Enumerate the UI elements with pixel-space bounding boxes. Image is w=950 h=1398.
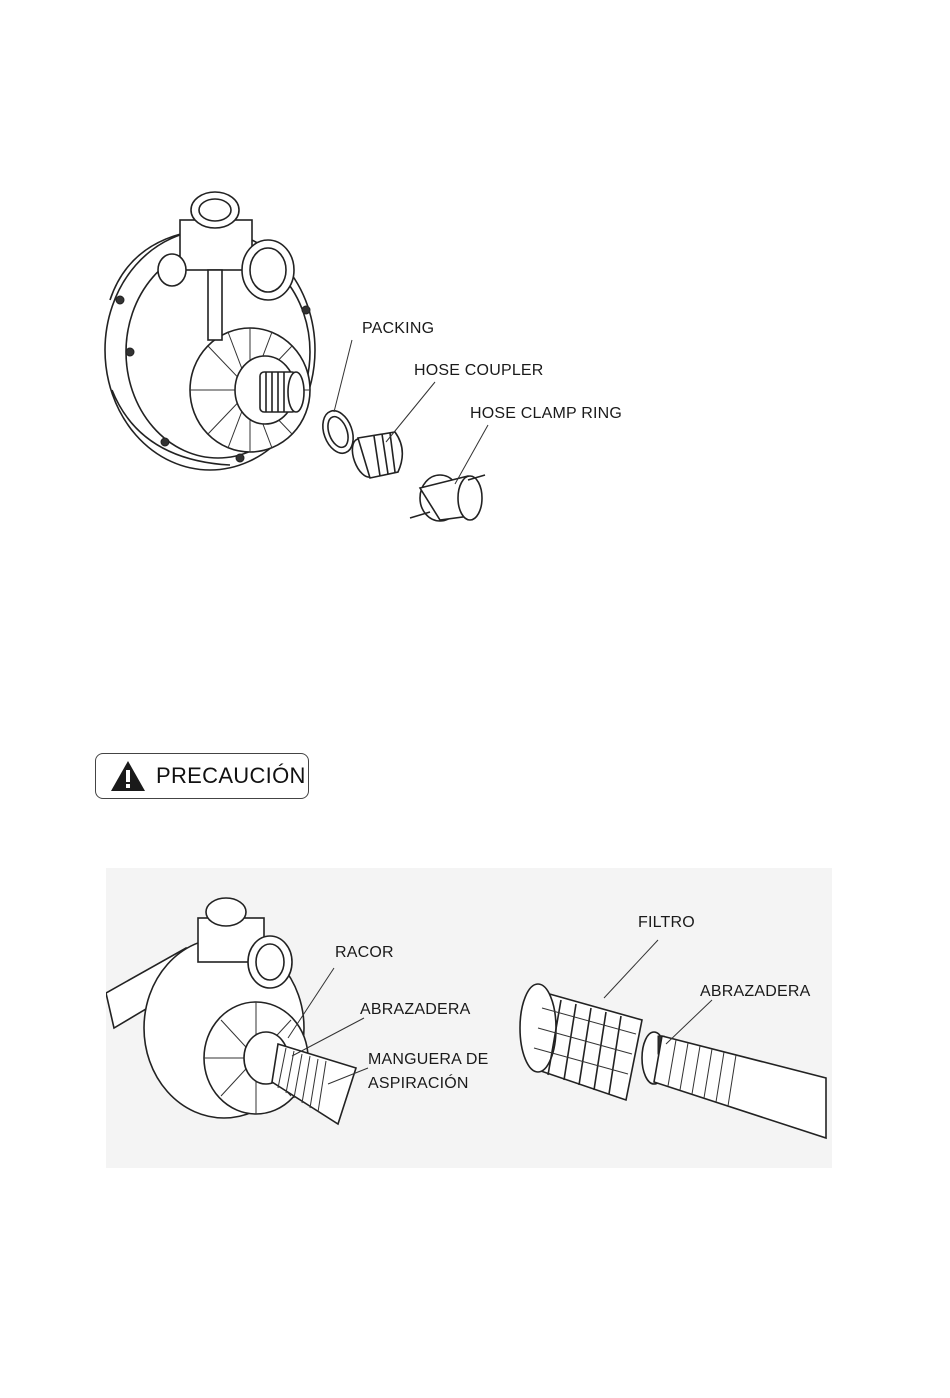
hose-clamp-ring bbox=[410, 475, 485, 521]
label-hose-clamp-ring: HOSE CLAMP RING bbox=[470, 405, 622, 423]
label-manguera-line1: MANGUERA DE bbox=[368, 1051, 488, 1069]
pump-with-hose bbox=[106, 898, 368, 1124]
caution-title: PRECAUCIÓN bbox=[156, 763, 306, 789]
pump-body bbox=[105, 192, 315, 470]
strainer-with-clamp bbox=[520, 940, 826, 1138]
caution-banner: PRECAUCIÓN bbox=[95, 753, 309, 799]
label-hose-coupler: HOSE COUPLER bbox=[414, 362, 544, 380]
hose-coupler bbox=[348, 432, 403, 480]
label-packing: PACKING bbox=[362, 320, 434, 338]
pump-exploded-drawing bbox=[90, 180, 690, 550]
label-racor: RACOR bbox=[335, 944, 394, 962]
warning-triangle-icon bbox=[110, 760, 146, 792]
label-filtro: FILTRO bbox=[638, 914, 695, 932]
label-manguera-line2: ASPIRACIÓN bbox=[368, 1075, 469, 1093]
label-abrazadera-left: ABRAZADERA bbox=[360, 1001, 470, 1019]
pump-exploded-diagram bbox=[90, 180, 690, 550]
label-abrazadera-right: ABRAZADERA bbox=[700, 983, 810, 1001]
